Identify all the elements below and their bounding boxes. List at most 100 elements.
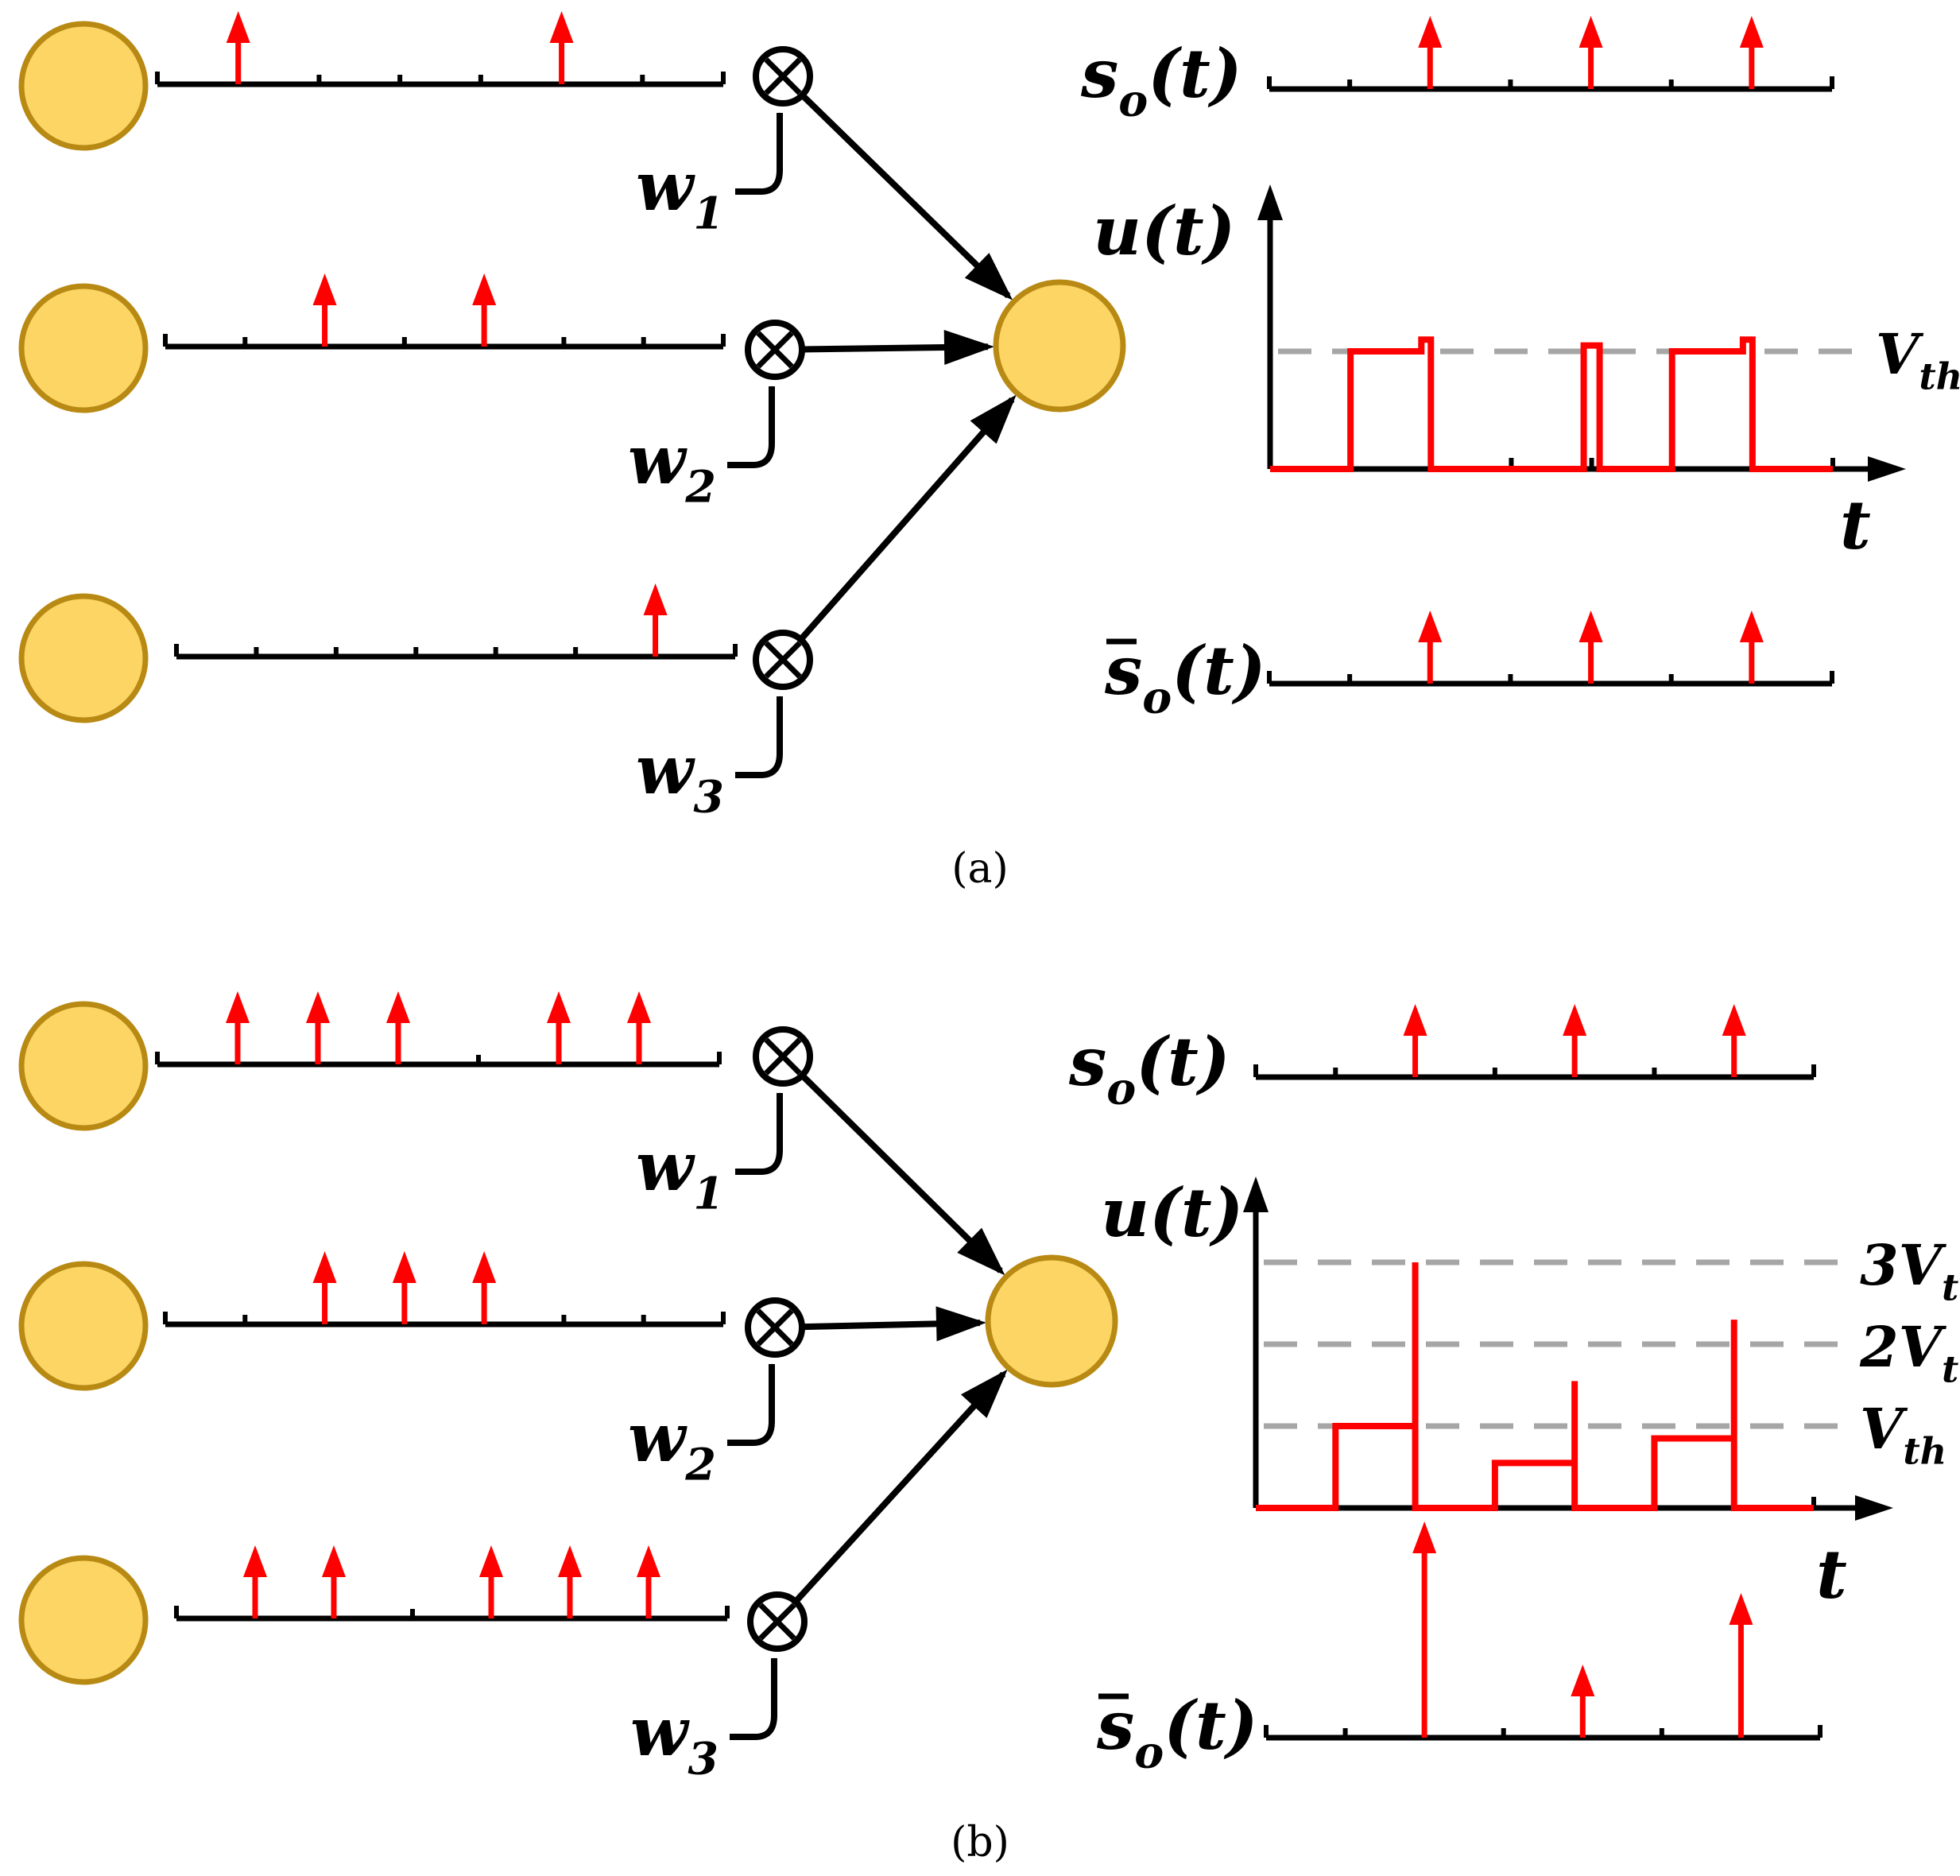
t-label: t: [1816, 1535, 1847, 1614]
multiply-icon: [745, 1297, 805, 1358]
connection-arrowhead: [943, 330, 995, 366]
multiply-icon: [747, 1591, 808, 1652]
input-row: w3: [18, 1369, 1008, 1785]
multiply-icon: [745, 320, 805, 380]
weight-arrow: [735, 696, 783, 778]
u-axis-x-arrow: [1855, 1495, 1893, 1521]
connection-line: [800, 1074, 1003, 1273]
t-label: t: [1840, 486, 1871, 564]
sobar-spike: [1739, 610, 1764, 684]
weight-arrow: [735, 112, 783, 195]
connection-line: [794, 1371, 1006, 1603]
weight-label: w1: [636, 1127, 724, 1220]
sobar-spike: [1729, 1593, 1753, 1738]
input-row: w2: [18, 273, 995, 514]
output-neuron: [985, 1254, 1118, 1388]
u-axis-y-arrow: [1257, 184, 1283, 220]
input-spike: [643, 583, 668, 657]
output-neuron: [993, 279, 1126, 413]
connection-arrowhead: [957, 1227, 1005, 1276]
sobar-label: so(t): [1104, 631, 1266, 724]
input-spike: [386, 991, 410, 1064]
input-spike-train: [174, 1606, 730, 1622]
multiply-icon: [753, 630, 813, 690]
connection-line: [799, 397, 1015, 641]
u-label: u(t): [1093, 192, 1235, 270]
sobar-label: so(t): [1096, 1686, 1258, 1779]
weight-label: w3: [636, 731, 724, 824]
u-axis-y-arrow: [1243, 1176, 1269, 1212]
input-spike-train: [163, 1312, 726, 1328]
input-spike: [547, 991, 571, 1064]
input-neuron: [18, 21, 149, 151]
input-row: w1: [18, 991, 1005, 1276]
threshold-label: 2Vth: [1859, 1314, 1960, 1391]
input-spike-train: [163, 334, 726, 350]
so-spike: [1578, 16, 1603, 89]
input-neuron: [18, 593, 149, 723]
sobar-spike-train: [1264, 1725, 1822, 1741]
connection-arrowhead: [961, 1369, 1008, 1418]
sobar-spike: [1571, 1665, 1595, 1738]
input-spike: [306, 991, 330, 1064]
weight-label: w3: [630, 1692, 719, 1785]
input-spike: [627, 991, 651, 1064]
u-label: u(t): [1101, 1173, 1243, 1252]
input-spike: [226, 11, 250, 84]
weight-label: w2: [628, 1398, 716, 1491]
input-neuron: [18, 1001, 149, 1131]
input-spike: [558, 1545, 582, 1618]
input-spike: [226, 991, 250, 1064]
sobar-spike: [1418, 610, 1443, 684]
so-spike: [1403, 1004, 1427, 1077]
so-label: so(t): [1068, 1022, 1230, 1115]
connection-arrowhead: [935, 1306, 987, 1342]
connection-arrowhead: [970, 394, 1017, 444]
connection-arrowhead: [964, 253, 1013, 300]
input-neuron: [18, 283, 149, 413]
input-row: w3: [18, 394, 1017, 824]
weight-label: w2: [628, 421, 716, 514]
output-panel: so(t) u(t) t 3Vth2VthVth so(t): [1068, 1004, 1960, 1779]
input-spike: [322, 1545, 346, 1618]
input-row: w1: [18, 11, 1013, 300]
so-label: so(t): [1080, 34, 1242, 127]
so-spike: [1722, 1004, 1746, 1077]
panel-caption: (b): [951, 1819, 1009, 1866]
threshold-label: 3Vth: [1860, 1232, 1960, 1309]
input-spike-train: [155, 1052, 722, 1068]
input-spike: [312, 1251, 337, 1324]
input-spike: [472, 273, 497, 347]
input-spike-train: [174, 644, 738, 660]
multiply-icon: [753, 1026, 813, 1087]
sobar-spike: [1578, 610, 1603, 684]
sobar-spike: [1412, 1521, 1437, 1738]
input-row: w2: [18, 1251, 987, 1491]
weight-label: w1: [636, 147, 724, 240]
input-spike: [392, 1251, 416, 1324]
weight-arrow: [727, 386, 775, 468]
input-spike: [243, 1545, 267, 1618]
u-trace: [1270, 336, 1833, 472]
input-spike: [549, 11, 574, 84]
threshold-label: Vth: [1860, 1396, 1946, 1473]
weight-arrow: [727, 1363, 775, 1446]
weight-arrow: [735, 1092, 783, 1175]
input-spike-train: [155, 72, 726, 87]
panel-caption: (a): [951, 845, 1009, 893]
sobar-spike-train: [1267, 671, 1834, 687]
input-spike: [472, 1251, 497, 1324]
input-spike: [312, 273, 337, 347]
so-spike: [1739, 16, 1764, 89]
connection-line: [800, 94, 1011, 299]
u-trace: [1256, 1262, 1814, 1511]
input-spike: [637, 1545, 660, 1618]
so-spike-train: [1253, 1064, 1816, 1080]
so-spike-train: [1267, 76, 1834, 92]
so-spike: [1418, 16, 1443, 89]
weight-arrow: [730, 1657, 777, 1740]
input-neuron: [18, 1555, 149, 1685]
panel-b: w1 w2 w3 so(t) u(t) t 3Vth2VthVth so(t) (b): [18, 991, 1960, 1866]
